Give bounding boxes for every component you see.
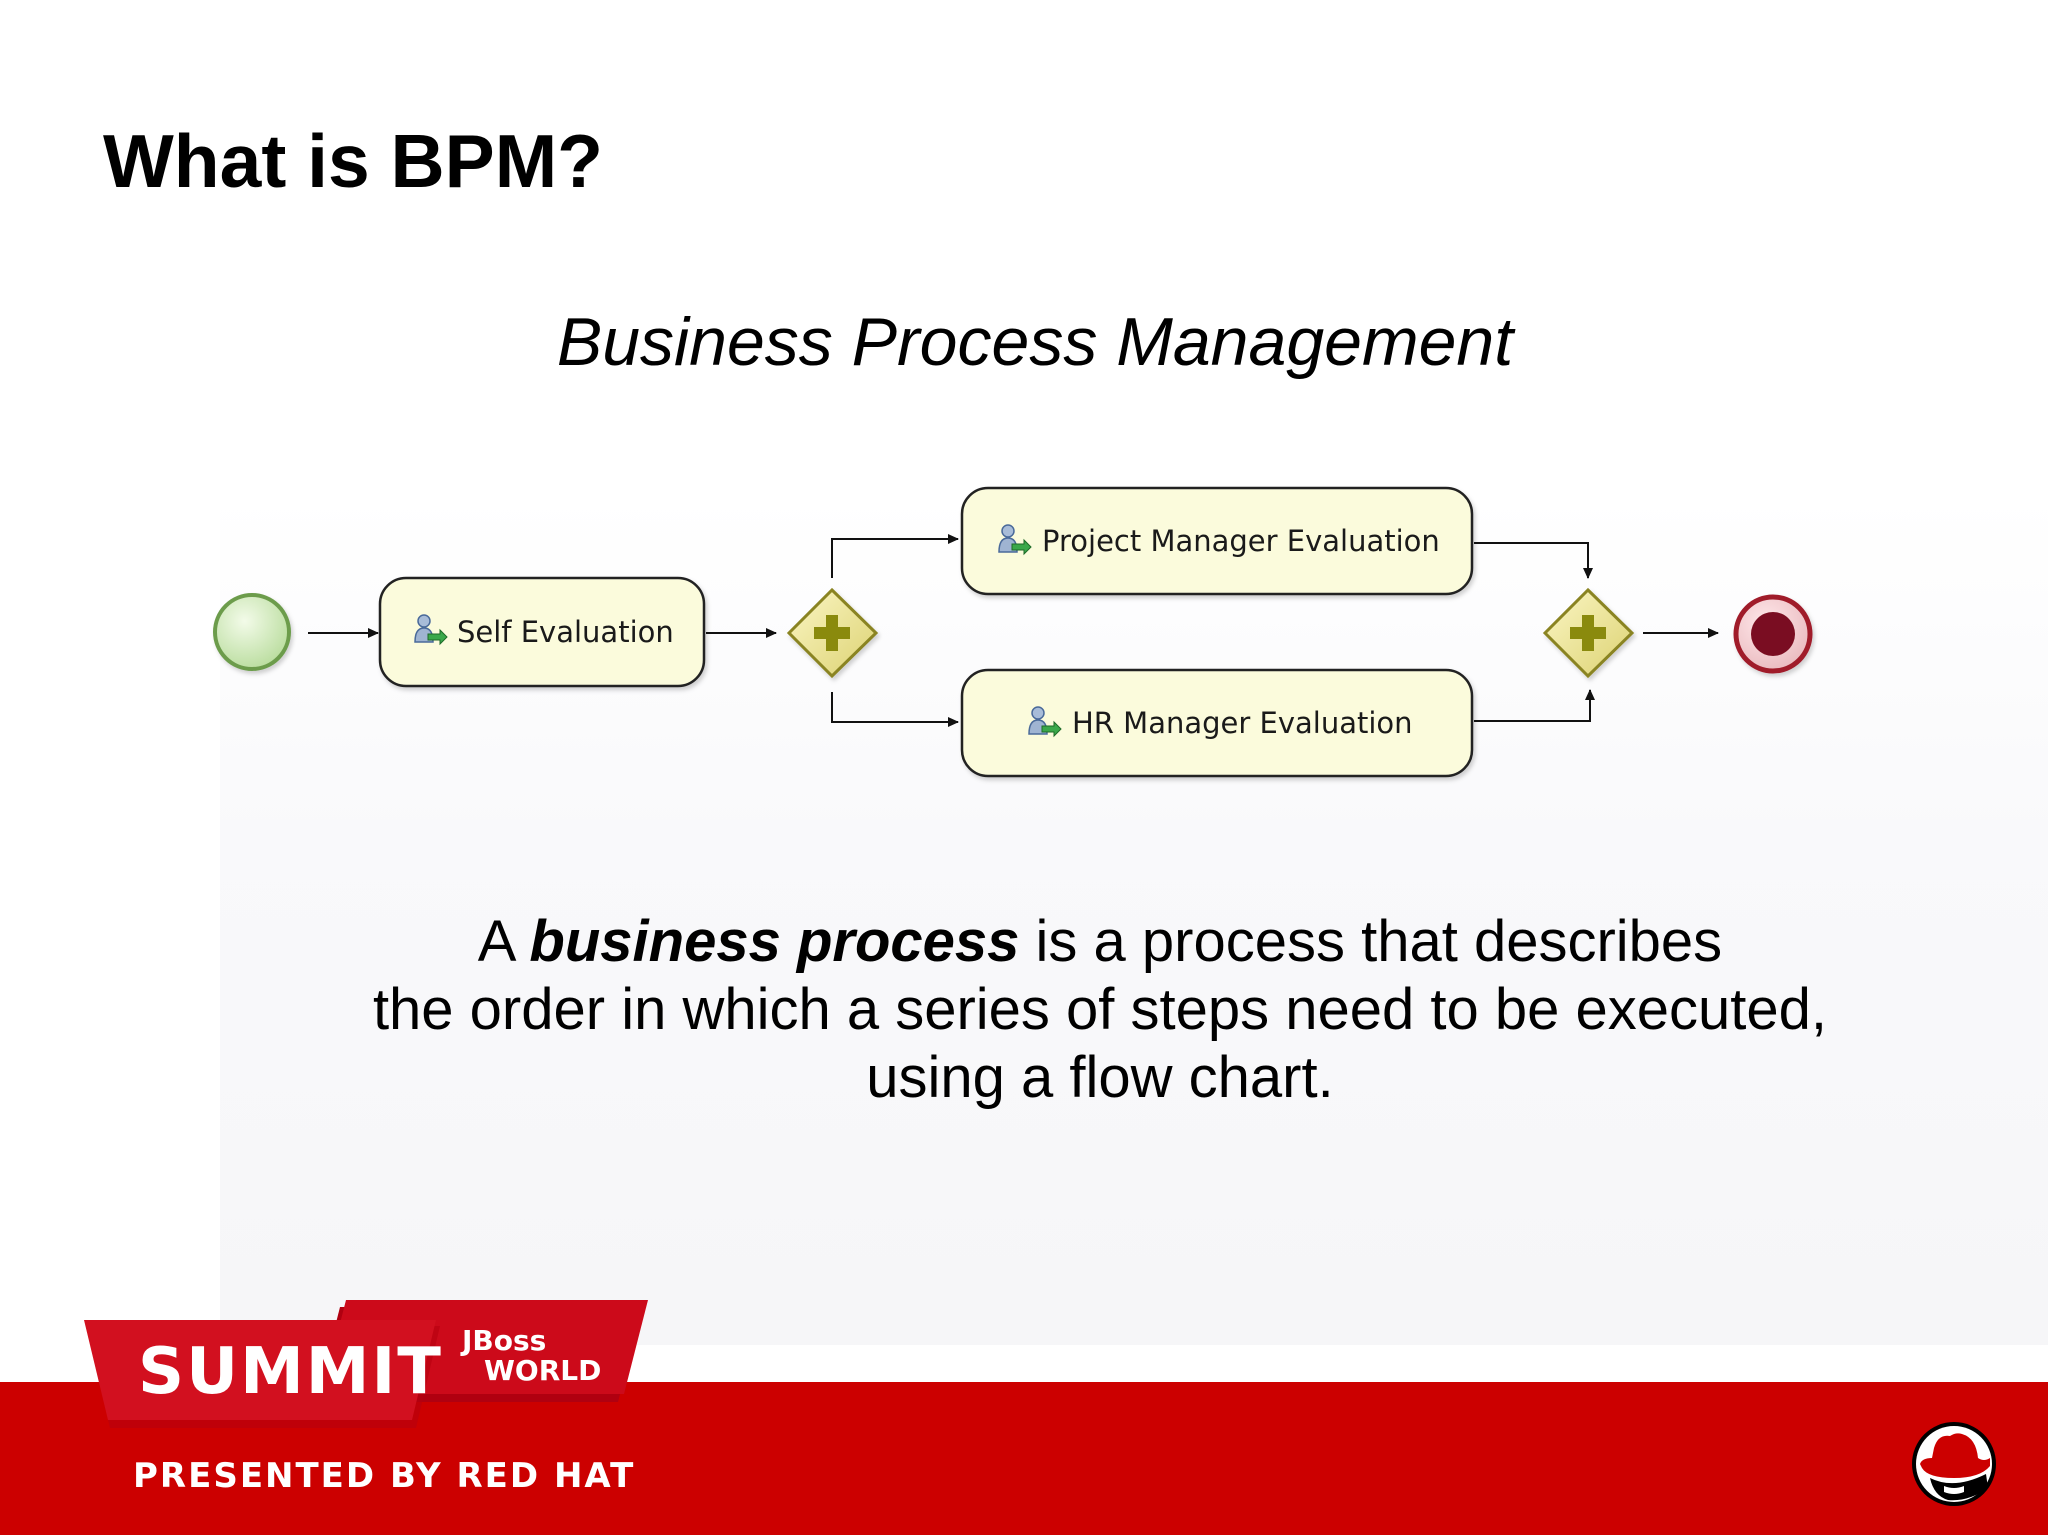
definition-line-1: A business process is a process that des… xyxy=(290,908,1910,976)
user-task-icon xyxy=(998,524,1032,556)
task-label-project-manager-evaluation: Project Manager Evaluation xyxy=(1042,524,1440,558)
flow-split-to-pm xyxy=(831,534,959,578)
user-task-icon xyxy=(1028,706,1062,738)
task-project-manager-evaluation[interactable]: Project Manager Evaluation xyxy=(960,486,1474,596)
summit-logo-badge xyxy=(84,1300,648,1428)
slide-subtitle: Business Process Management xyxy=(556,304,1514,380)
jboss-brand-text: JBoss xyxy=(462,1324,547,1357)
flow-split-to-hr xyxy=(831,692,959,727)
definition-emphasis: business process xyxy=(529,909,1020,974)
parallel-gateway-icon xyxy=(1542,587,1635,679)
start-event-icon xyxy=(213,593,291,671)
parallel-gateway-icon xyxy=(786,587,879,679)
presented-by-text: PRESENTED BY RED HAT xyxy=(133,1456,636,1496)
definition-line-2: the order in which a series of steps nee… xyxy=(372,977,1828,1042)
flow-hr-to-join xyxy=(1474,689,1595,722)
definition-part-1: A xyxy=(477,909,530,974)
definition-text: A business process is a process that des… xyxy=(290,908,1910,1112)
task-label-hr-manager-evaluation: HR Manager Evaluation xyxy=(1072,706,1413,740)
task-label-self-evaluation: Self Evaluation xyxy=(457,615,674,649)
end-event-icon xyxy=(1733,594,1813,674)
flow-pm-to-join xyxy=(1474,542,1593,579)
red-hat-shadowman-logo xyxy=(1912,1422,1996,1506)
definition-part-2: is a process that describes xyxy=(1019,909,1723,974)
task-self-evaluation[interactable]: Self Evaluation xyxy=(378,576,706,688)
summit-brand-text: SUMMIT xyxy=(138,1335,443,1409)
process-diagram: Self Evaluation Project Manager Evaluati… xyxy=(213,486,1813,778)
definition-line-3: using a flow chart. xyxy=(866,1045,1334,1110)
user-task-icon xyxy=(414,614,448,646)
task-hr-manager-evaluation[interactable]: HR Manager Evaluation xyxy=(960,668,1474,778)
world-brand-text: WORLD xyxy=(484,1354,602,1387)
slide-title: What is BPM? xyxy=(103,119,603,203)
